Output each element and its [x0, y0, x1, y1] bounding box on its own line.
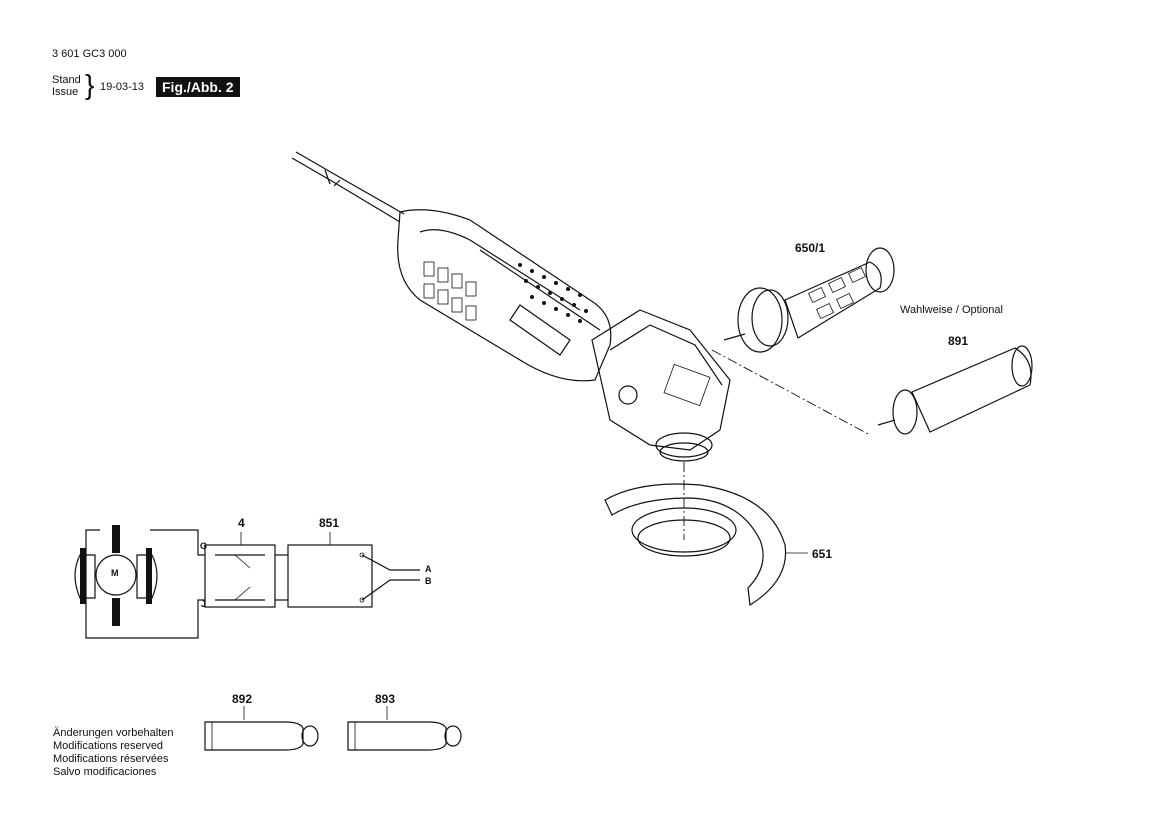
brace-icon: } — [85, 69, 95, 100]
note-line: Salvo modificaciones — [53, 766, 157, 778]
angle-grinder-body — [397, 209, 731, 462]
terminal-a-label: A — [425, 564, 432, 574]
ventilation-slots — [423, 261, 477, 321]
figure-label: Fig./Abb. 2 — [156, 77, 240, 97]
part-number-651: 651 — [812, 547, 833, 561]
issue-label: Issue — [52, 86, 79, 98]
part-number-891: 891 — [948, 334, 969, 348]
wiring-diagram — [74, 525, 420, 639]
part-number-4: 4 — [238, 516, 245, 530]
optional-handle-891 — [877, 345, 1033, 435]
part-number-650-1: 650/1 — [795, 241, 826, 255]
grease-tube-893 — [347, 706, 462, 751]
note-line: Änderungen vorbehalten — [53, 727, 174, 739]
stand-issue-labels: Stand Issue — [52, 74, 81, 98]
document-number: 3 601 GC3 000 — [52, 48, 127, 60]
note-line: Modifications réservées — [53, 753, 169, 765]
issue-date: 19-03-13 — [100, 81, 145, 93]
assembly-axis-line — [711, 349, 871, 436]
motor-label: M — [111, 568, 119, 578]
part-number-851: 851 — [319, 516, 340, 530]
part-number-893: 893 — [375, 692, 396, 706]
optional-note: Wahlweise / Optional — [900, 304, 1003, 316]
power-cord — [291, 151, 405, 223]
terminal-g-label: G — [200, 541, 208, 551]
grease-tube-892 — [204, 706, 319, 751]
grip-texture — [518, 263, 588, 323]
modification-notes: Änderungen vorbehalten Modifications res… — [53, 727, 173, 779]
wheel-guard-651 — [604, 483, 808, 607]
note-line: Modifications reserved — [53, 740, 164, 752]
terminal-b-label: B — [425, 576, 432, 586]
stand-label: Stand — [52, 74, 81, 86]
terminal-j-label: J — [201, 599, 207, 609]
side-handle-650-1 — [723, 247, 895, 353]
part-number-892: 892 — [232, 692, 253, 706]
